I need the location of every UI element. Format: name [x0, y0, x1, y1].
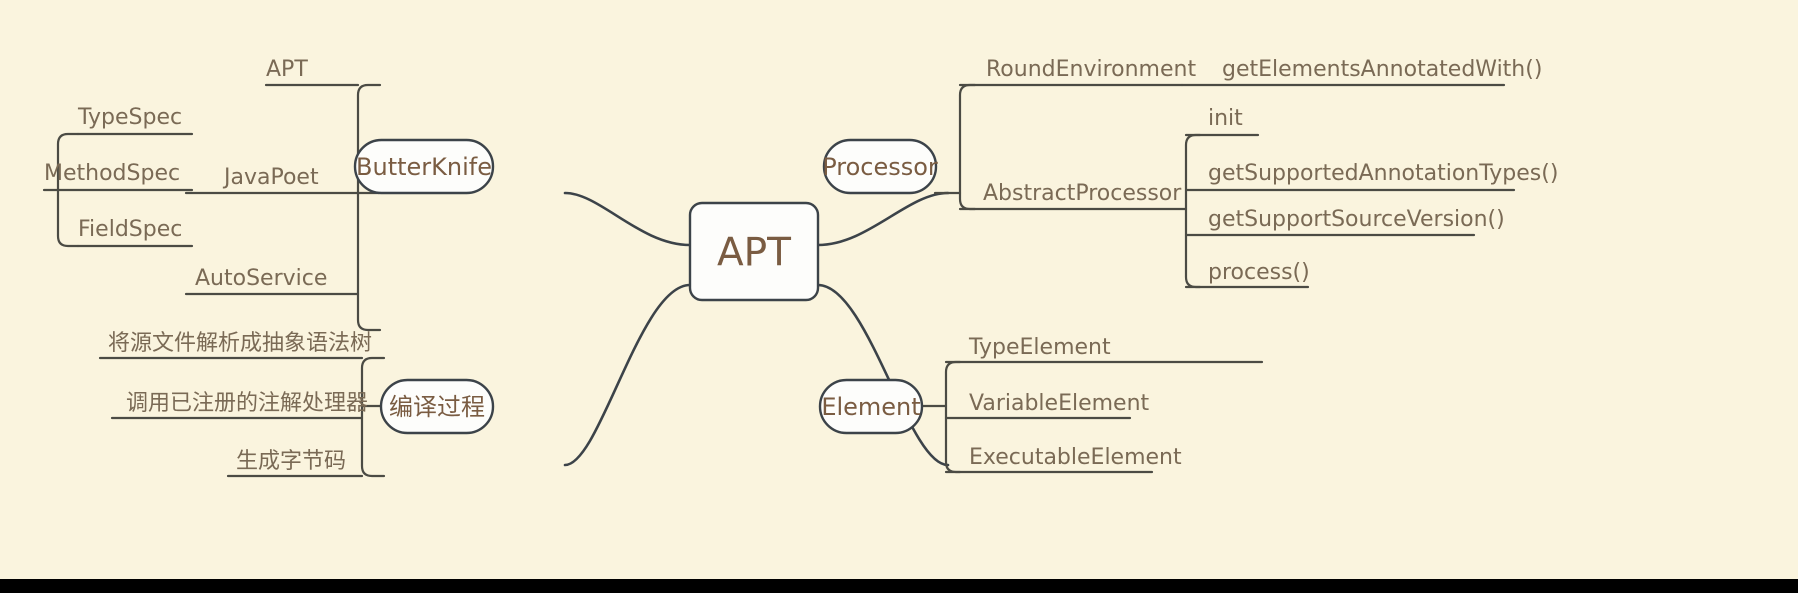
bracket-processor-vertical [958, 83, 977, 211]
label-javapoet: JavaPoet [222, 165, 319, 190]
label-get-support-source-version: getSupportSourceVersion() [1208, 207, 1505, 232]
node-root-apt-label: APT [717, 231, 791, 276]
node-root-apt[interactable] [688, 201, 820, 302]
root-node-group: APT [688, 201, 820, 302]
bottom-bar [0, 579, 1798, 593]
label-process: process() [1208, 260, 1310, 285]
connector-root-element [816, 283, 950, 467]
connector-root-butterknife [563, 191, 692, 247]
label-typespec: TypeSpec [77, 105, 182, 130]
node-compile-process-label: 编译过程 [389, 393, 485, 421]
label-invoke-processors: 调用已注册的注解处理器 [126, 391, 368, 416]
branch-element: TypeElement VariableElement ExecutableEl… [818, 335, 1264, 474]
connector-root-processor [816, 191, 950, 247]
node-compile-process[interactable] [379, 378, 495, 435]
label-init: init [1208, 106, 1243, 131]
label-executable-element: ExecutableElement [969, 445, 1182, 470]
branch-butterknife: APT JavaPoet TypeSpec MethodSpec FieldSp… [42, 57, 495, 332]
label-abstract-processor: AbstractProcessor [983, 181, 1182, 206]
label-type-element: TypeElement [968, 335, 1111, 360]
label-parse-ast: 将源文件解析成抽象语法树 [108, 331, 372, 356]
node-butterknife-label: ButterKnife [356, 153, 492, 181]
label-methodspec: MethodSpec [44, 161, 180, 186]
bracket-butterknife-vertical [356, 83, 382, 332]
bracket-compile-vertical [360, 356, 386, 478]
node-processor[interactable] [822, 138, 938, 195]
label-fieldspec: FieldSpec [78, 217, 182, 242]
node-processor-label: Processor [822, 153, 938, 181]
branch-processor: RoundEnvironment getElementsAnnotatedWit… [822, 57, 1558, 289]
label-variable-element: VariableElement [969, 391, 1150, 416]
label-get-supported-annotation-types: getSupportedAnnotationTypes() [1208, 161, 1558, 186]
bracket-abstract-processor-vertical [1184, 133, 1202, 289]
label-apt-annotation: APT [266, 57, 308, 82]
label-autoservice: AutoService [195, 266, 327, 291]
node-element[interactable] [818, 378, 924, 435]
label-round-environment: RoundEnvironment [986, 57, 1196, 82]
node-element-label: Element [821, 393, 920, 421]
node-butterknife[interactable] [353, 138, 495, 195]
label-get-elements-annotated-with: getElementsAnnotatedWith() [1222, 57, 1542, 82]
root-connectors [563, 191, 950, 467]
branch-compile-process: 将源文件解析成抽象语法树 调用已注册的注解处理器 生成字节码 编译过程 [98, 331, 495, 478]
label-generate-bytecode: 生成字节码 [236, 449, 346, 474]
connector-root-compile [563, 283, 692, 467]
